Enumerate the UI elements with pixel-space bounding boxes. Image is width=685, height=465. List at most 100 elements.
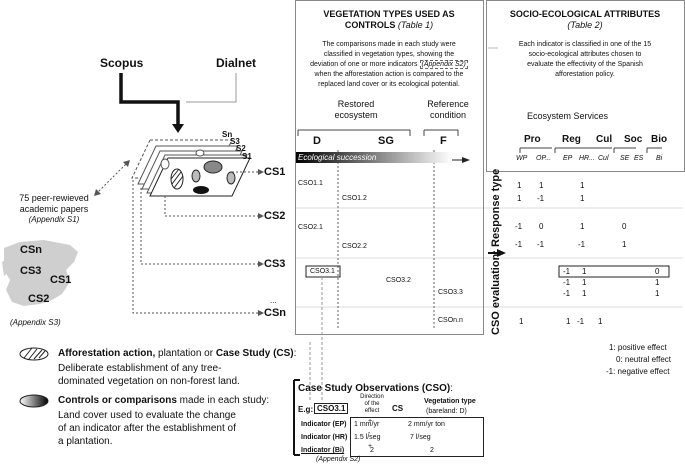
response-type-label: CSO evaluation: Response type xyxy=(490,168,502,335)
restored-label1: Restored xyxy=(337,99,375,109)
control-ellipse-2 xyxy=(191,169,201,183)
col-sg: SG xyxy=(378,135,394,147)
col-d: D xyxy=(313,135,321,147)
controls-legend-desc3: a plantation. xyxy=(58,436,113,447)
group-bio: Bio xyxy=(651,134,668,145)
indicator-bi-veg: 2 xyxy=(430,447,434,454)
succession-label: Ecological succession xyxy=(298,153,377,162)
map-label-cs1: CS1 xyxy=(50,274,72,286)
cso-2-2: CSO2.2 xyxy=(342,243,367,250)
cs-row-n: CSn xyxy=(264,307,286,319)
controls-legend-desc2: of an indicator after the establishment … xyxy=(58,423,236,434)
stack-label-s2: S2 xyxy=(236,144,246,153)
scopus-label: Scopus xyxy=(100,56,144,70)
controls-legend-desc1: Land cover used to evaluate the change xyxy=(58,410,236,421)
map-label-csn: CSn xyxy=(20,244,42,256)
control-ellipse-3 xyxy=(226,171,236,185)
cso-1-2: CSO1.2 xyxy=(342,195,367,202)
succession-bar xyxy=(296,152,452,163)
vegetation-title: VEGETATION TYPES USED AS xyxy=(323,9,455,19)
cs-row-3: CS3 xyxy=(264,258,286,270)
cso-box-appendix: (Appendix S2) xyxy=(316,456,361,463)
reference-label1: Reference xyxy=(427,99,469,109)
sub-cul: Cul xyxy=(598,155,609,162)
dialnet-label: Dialnet xyxy=(216,56,257,70)
cso-1-1: CSO1.1 xyxy=(298,180,323,187)
direction-label3: effect xyxy=(364,408,380,414)
cso31-highlight xyxy=(305,265,341,278)
group-reg: Reg xyxy=(562,134,581,145)
scopus-arrow-line xyxy=(119,73,180,128)
col-f: F xyxy=(440,135,447,147)
scopus-arrowhead xyxy=(172,124,184,133)
map-label-cs3: CS3 xyxy=(20,265,42,277)
afforestation-legend-icon xyxy=(19,347,49,361)
socio-desc3: evaluate the effectivity of the Spanish xyxy=(527,61,643,68)
vegetation-panel xyxy=(295,0,484,335)
papers-line2: academic papers xyxy=(19,204,89,214)
indicator-hr-dir: - xyxy=(368,430,371,437)
spain-map xyxy=(4,240,78,306)
group-cul: Cul xyxy=(596,134,613,145)
sub-es: ES xyxy=(634,155,644,162)
sub-hr: HR... xyxy=(579,155,595,162)
afforestation-legend-title: Afforestation action, plantation or Case… xyxy=(58,348,297,359)
direction-label2: of the xyxy=(364,401,380,407)
afforestation-legend-desc1: Deliberate establishment of any tree- xyxy=(58,363,222,374)
cs-row-ellipsis: ... xyxy=(270,296,277,305)
cso-3-3: CSO3.3 xyxy=(438,289,463,296)
vegetation-desc3: deviation of one or more indicators (App… xyxy=(310,60,468,69)
vegetation-desc4: when the afforestation action is compare… xyxy=(314,71,464,78)
stack-label-s1: S1 xyxy=(242,152,252,161)
control-legend-icon xyxy=(19,394,49,408)
map-label-cs2: CS2 xyxy=(28,293,50,305)
vegetation-desc2: classified in vegetation types, showing … xyxy=(323,51,455,58)
afforestation-legend-desc2: dominated vegetation on non-forest land. xyxy=(58,376,240,387)
socio-desc1: Each indicator is classified in one of t… xyxy=(518,41,652,48)
control-ellipse-1 xyxy=(203,160,223,174)
stack-label-sn: Sn xyxy=(222,130,233,139)
sub-bi: Bi xyxy=(656,155,663,162)
indicator-bi-dir: + xyxy=(368,443,373,450)
cso-3-2: CSO3.2 xyxy=(386,277,411,284)
cso-box-eg-code: CSO3.1 xyxy=(314,403,349,414)
effect-negative: -1: negative effect xyxy=(606,367,670,376)
indicator-ep-cs: 1 mm/yr xyxy=(354,421,380,428)
cso-box-eg: E.g: xyxy=(298,405,314,414)
stack-label-s3: S3 xyxy=(230,137,240,146)
sub-se: SE xyxy=(620,155,630,162)
papers-line1: 75 peer-rewieved xyxy=(19,193,89,203)
cs-header: CS xyxy=(392,404,404,413)
vegetation-desc1: The comparisons made in each study were xyxy=(322,41,456,48)
veg-header1: Vegetation type xyxy=(424,398,476,405)
vegetation-title-line2: CONTROLS (Table 1) xyxy=(344,20,434,30)
cso-2-1: CSO2.1 xyxy=(298,224,323,231)
veg-header2: (bareland: D) xyxy=(426,408,467,415)
direction-label1: Direction xyxy=(360,394,384,400)
papers-appendix: (Appendix S1) xyxy=(28,215,80,224)
cso-box-title: Case Study Observations (CSO): xyxy=(298,383,454,394)
effect-neutral: 0: neutral effect xyxy=(616,355,671,364)
group-pro: Pro xyxy=(524,134,541,145)
ecosystem-services-label: Ecosystem Services xyxy=(527,111,609,121)
sub-ep: EP xyxy=(563,155,573,162)
sub-op: OP... xyxy=(536,155,552,162)
vegetation-desc5: replaced land cover or its ecological po… xyxy=(318,81,460,88)
indicator-ep-label: Indicator (EP) xyxy=(301,421,347,428)
socio-desc2: socio-ecological attributes chosen to xyxy=(528,51,642,58)
cso-values-box xyxy=(350,417,484,457)
cso-n-n: CSOn.n xyxy=(438,317,463,324)
indicator-ep-veg: 2 mm/yr ton xyxy=(408,421,445,428)
indicator-hr-cs: 1.5 l/seg xyxy=(354,434,381,441)
group-soc: Soc xyxy=(624,134,643,145)
response-highlight xyxy=(558,265,670,278)
controls-legend-title: Controls or comparisons made in each stu… xyxy=(58,395,270,406)
reference-label2: condition xyxy=(429,110,467,120)
indicator-ep-dir: + xyxy=(368,418,373,425)
effect-positive: 1: positive effect xyxy=(609,343,667,352)
cs-row-2: CS2 xyxy=(264,210,286,222)
dialnet-line xyxy=(186,73,237,103)
socio-title-ref: (Table 2) xyxy=(567,20,603,30)
map-appendix: (Appendix S3) xyxy=(10,318,61,327)
